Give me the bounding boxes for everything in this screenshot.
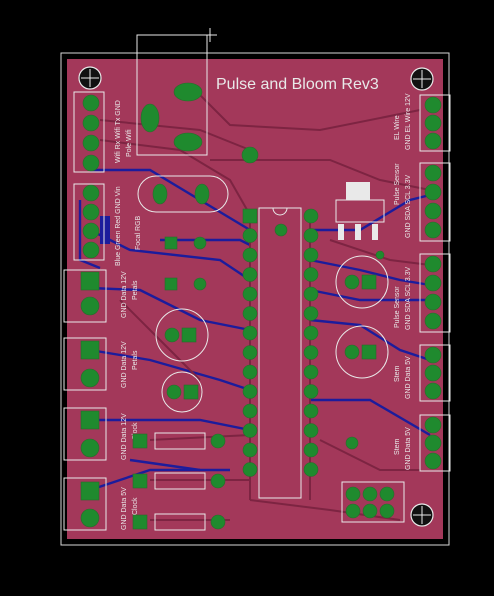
small-components (164, 146, 259, 291)
ic-pin-right (303, 403, 319, 419)
wifi-header-label: Wifi Rx Wifi Tx GND (115, 100, 122, 163)
petals-2-label: Petals (132, 350, 139, 370)
ic-pin-left (242, 364, 258, 380)
terminal-clock-1 (63, 407, 107, 461)
clock-1-label: Clock (132, 422, 139, 440)
wifi-pad-2 (173, 82, 203, 102)
terminal-petals-2 (63, 337, 107, 391)
ic-pin-left (242, 286, 258, 302)
board-title: Pulse and Bloom Rev3 (216, 76, 379, 93)
terminal-clock-2 (63, 477, 107, 531)
el-wire-pins: GND EL Wire 12V (405, 93, 412, 150)
stem-1-pins: GND Data 5V (405, 356, 412, 399)
mounting-hole-bottom-right (410, 503, 434, 527)
ic-pin-left (242, 247, 258, 263)
wifi-pad-1 (140, 103, 160, 133)
el-wire-label: EL Wire (394, 115, 401, 140)
terminal-petals-1 (63, 269, 107, 323)
wifi-pad-3 (173, 132, 203, 152)
bottom-copper-patch (100, 216, 110, 244)
header-el-wire (419, 94, 451, 152)
ic-pin-right (303, 286, 319, 302)
ic-pin-right (303, 228, 319, 243)
icsp-pad (345, 503, 361, 519)
ic-pin-left (242, 462, 258, 477)
focal-rgb-label: Focal RGB (135, 215, 142, 250)
stem-2-pins: GND Data 5V (405, 427, 412, 470)
ic-pin-left (242, 208, 258, 224)
ic-pin-right (303, 364, 319, 380)
ic-pin-left (242, 345, 258, 360)
ic-pin-right (303, 423, 319, 438)
ic-pin-right (303, 384, 319, 399)
mounting-hole-top-right (410, 67, 434, 91)
header-wifi (73, 91, 105, 173)
header-pulse-sensor (419, 162, 451, 242)
icsp-pad (379, 503, 395, 519)
ic-pin-right (303, 267, 319, 282)
rgb-header-label: Blue Green Red GND Vin (115, 186, 122, 266)
ic-pin-left (242, 442, 258, 458)
icsp-pad (362, 486, 378, 502)
icsp-pad (362, 503, 378, 519)
petals-2-pins: GND Data 12V (121, 341, 128, 388)
pulse-sensor-pins: GND SDA SCL 3.3V (405, 175, 412, 238)
ic-pin-left (242, 403, 258, 419)
icsp-pad (345, 486, 361, 502)
wifi-module-outline (136, 34, 208, 156)
pole-wifi-label: Pole Wifi (126, 129, 133, 157)
crystal (137, 175, 229, 213)
ic-pin-right (303, 442, 319, 458)
stem-2-label: Stem (394, 438, 401, 455)
pulse-sensor-2-label: Pulse Sensor (394, 286, 401, 328)
capacitor-4 (335, 325, 389, 379)
pulse-sensor-2-pins: GND SDA SCL 3.3V (405, 267, 412, 330)
ic-pin-right (303, 306, 319, 321)
ic-pin-right (303, 247, 319, 263)
ic-pin-left (242, 423, 258, 438)
mounting-hole-top-left (78, 66, 102, 90)
vias (345, 250, 385, 450)
ic-pin-right (303, 208, 319, 224)
clock-2-label: Clock (132, 497, 139, 515)
board-outline (60, 52, 450, 546)
pulse-sensor-label: Pulse Sensor (394, 163, 401, 205)
ic-pin-left (242, 325, 258, 341)
bottom-traces (78, 168, 431, 492)
icsp-pad (379, 486, 395, 502)
ic-pin-right (303, 462, 319, 477)
petals-1-pins: GND Data 12V (121, 271, 128, 318)
header-pulse-sensor-2 (419, 253, 451, 333)
ic-pin-right (303, 325, 319, 341)
petals-1-label: Petals (132, 280, 139, 300)
header-stem-1 (419, 344, 451, 402)
clock-1-pins: GND Data 12V (121, 413, 128, 460)
resistors (132, 432, 226, 531)
capacitor-2 (161, 371, 203, 413)
capacitor-1 (155, 308, 209, 362)
header-stem-2 (419, 414, 451, 472)
icsp-header (341, 481, 405, 523)
ic-pin-left (242, 267, 258, 282)
header-rgb (73, 183, 105, 261)
ic-pin-left (242, 228, 258, 243)
ic-pin-left (242, 384, 258, 399)
clock-2-pins: GND Data 5V (121, 487, 128, 530)
stem-1-label: Stem (394, 365, 401, 382)
capacitor-3 (335, 255, 389, 309)
ic-pin-left (242, 306, 258, 321)
ic-pin-right (303, 345, 319, 360)
voltage-regulator (335, 182, 385, 240)
microcontroller (242, 207, 319, 499)
